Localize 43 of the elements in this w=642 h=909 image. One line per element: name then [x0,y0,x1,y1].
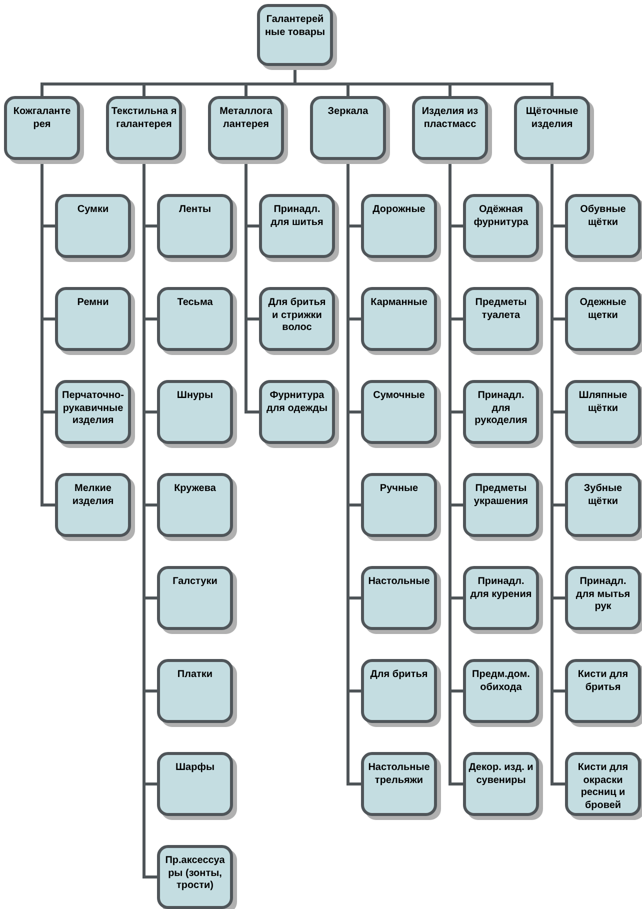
node-label: Обувные щётки [579,204,627,229]
node-label: Кисти для окраски ресниц и бровей [576,762,630,812]
node-label: Предметы украшения [472,483,530,508]
node-label: Кружева [173,483,217,496]
node-label: Ленты [178,204,212,216]
node-label: Галантерей ные товары [264,14,326,39]
node-label: Зубные щётки [582,483,624,508]
node-label: Шнуры [176,390,214,402]
node-label: Настольные трельяжи [367,762,431,787]
node-label: Изделия из пластмасс [420,106,480,131]
node-label: Ручные [378,483,420,496]
node-label: Предметы туалета [474,297,528,322]
node-label: Тесьма [176,297,214,310]
node-label: Сумочные [372,390,426,402]
node-label: Пр.аксессуа ры (зонты, трости) [164,855,226,892]
node-label: Сумки [76,204,110,216]
node-label: Металлога лантерея [218,106,274,131]
node-label: Перчаточно- рукавичные изделия [61,390,125,428]
node-label: Шляпные щётки [578,390,628,415]
node-label: Кожгаланте рея [12,106,72,131]
node-label: Предм.дом. обихода [471,669,531,694]
node-label: Принадл. для шитья [270,204,324,229]
node-label: Настольные [367,576,431,588]
node-label: Зеркала [326,106,370,118]
node-label: Ремни [76,297,110,310]
node-label: Платки [176,669,214,682]
node-label: Принадл. для мытья рук [574,576,632,614]
node-label: Галстуки [172,576,218,588]
node-label: Принадл. для рукоделия [474,390,528,428]
node-label: Фурнитура для одежды [265,390,329,415]
node-label: Декор. изд. и сувениры [468,762,534,787]
node-label: Для бритья [369,669,429,682]
node-label: Мелкие изделия [71,483,115,508]
node-label: Для бритья и стрижки волос [267,297,327,334]
node-label: Одежные щетки [578,297,628,322]
node-label: Одёжная фурнитура [472,204,530,229]
node-label: Карманные [370,297,428,310]
node-label: Шарфы [174,762,216,774]
node-label: Щёточные изделия [524,106,580,131]
node-label: Принадл. для курения [469,576,533,601]
node-label: Кисти для бритья [576,669,630,694]
node-label: Текстильна я галантерея [111,106,177,131]
node-label: Дорожные [372,204,426,216]
